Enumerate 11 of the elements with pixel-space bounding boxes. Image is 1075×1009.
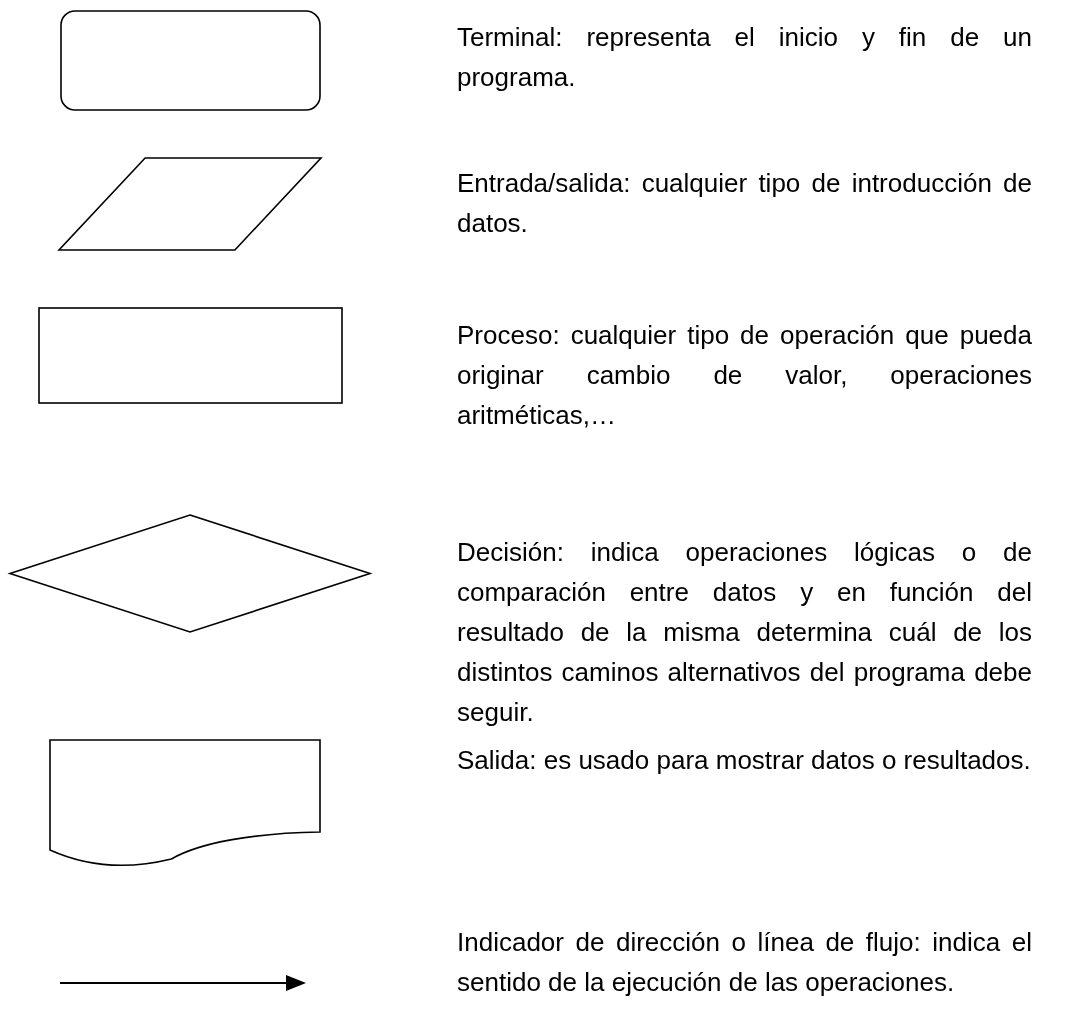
decision-symbol — [9, 514, 371, 633]
flow-line-symbol — [60, 974, 306, 992]
symbol-description: Salida: es usado para mostrar datos o resultados. — [457, 744, 1032, 777]
symbol-description: Proceso: cualquier tipo de operación que pueda originar cambio de valor, operaciones aritméticas,… — [457, 319, 1032, 432]
symbol-description: Decisión: indica operaciones lógicas o de comparación entre datos y en función del resultado de la misma determina cuál de los distintos caminos alternativos del programa debe seguir. — [457, 536, 1032, 729]
symbol-description: Entrada/salida: cualquier tipo de introducción de datos. — [457, 167, 1032, 240]
process-symbol — [38, 307, 343, 404]
input-output-symbol — [58, 157, 322, 251]
terminal-symbol — [60, 10, 321, 111]
symbol-description: Terminal: representa el inicio y fin de un programa. — [457, 21, 1032, 94]
symbol-description: Indicador de dirección o línea de flujo: indica el sentido de la ejecución de las operaciones. — [457, 926, 1032, 999]
